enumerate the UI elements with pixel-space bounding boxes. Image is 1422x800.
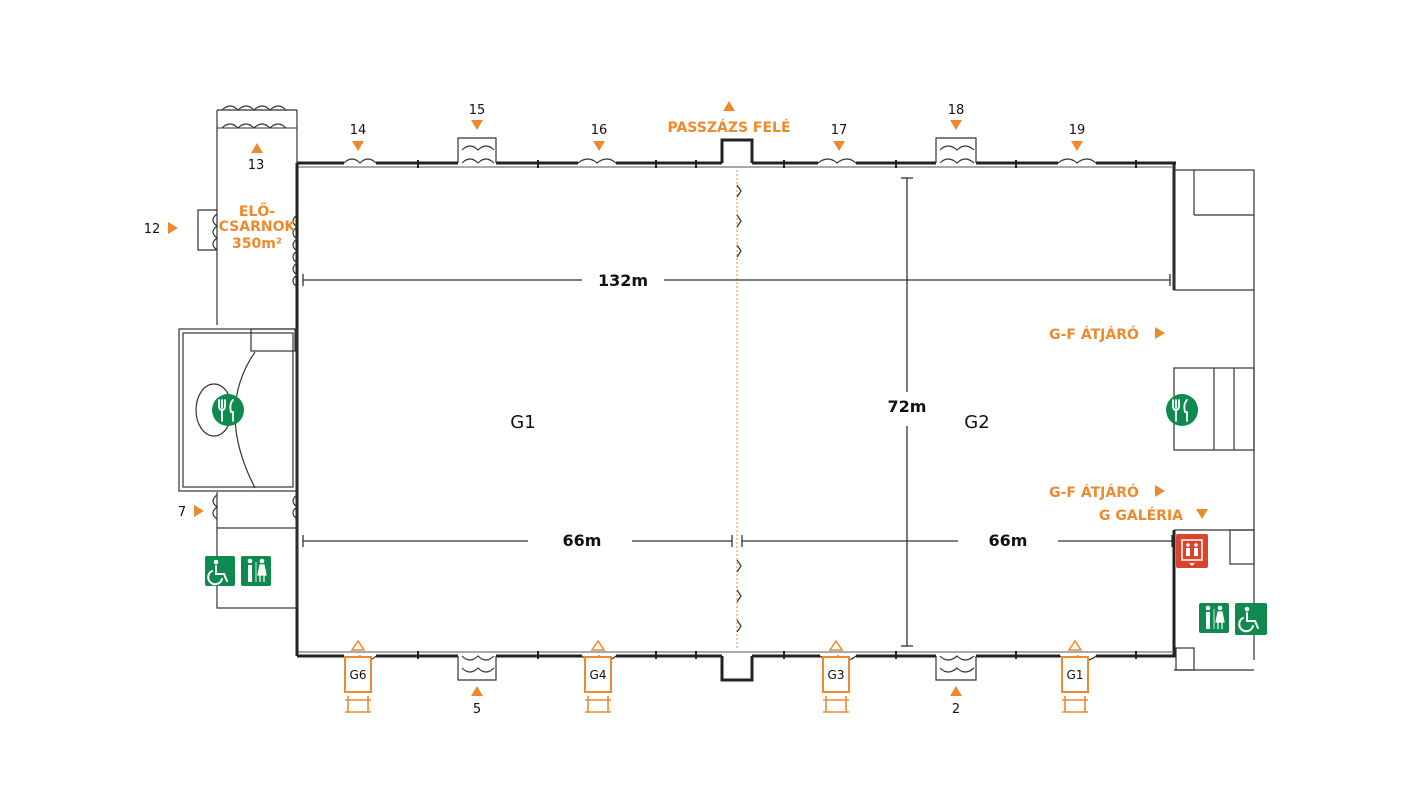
gate-g4-label: G4 [590, 668, 607, 682]
arrow-up-icon [251, 143, 263, 153]
lobby-label-line2: CSARNOK [219, 219, 297, 235]
left-wing [178, 105, 299, 656]
g-gallery-label: G GALÉRIA [1099, 507, 1183, 524]
gf-passage-label-2: G-F ÁTJÁRÓ [1049, 483, 1139, 501]
entrance-7-label: 7 [178, 505, 186, 520]
restaurant-icon [212, 394, 244, 426]
entrance-12-label: 12 [144, 222, 161, 237]
arrow-down-icon [833, 141, 845, 151]
entrance-15-label: 15 [469, 103, 486, 118]
direction-arrows [168, 101, 1208, 696]
dimension-lines [302, 177, 1173, 647]
entrance-17-label: 17 [831, 123, 848, 138]
arrow-down-icon [1196, 509, 1208, 519]
arrow-down-icon [1071, 141, 1083, 151]
arrow-right-icon [168, 222, 178, 234]
hall-g2-label: G2 [964, 412, 989, 433]
passage-label: PASSZÁZS FELÉ [667, 119, 790, 136]
dimension-length: 132m [598, 271, 648, 290]
lobby-area-label: 350m² [232, 236, 282, 252]
arrow-up-icon [723, 101, 735, 111]
gate-g4: G4 [584, 639, 612, 713]
entrance-5-label: 5 [473, 702, 481, 717]
wheelchair-icon [205, 556, 235, 586]
entrance-18-label: 18 [948, 103, 965, 118]
entrance-14-label: 14 [350, 123, 367, 138]
gate-g6-label: G6 [350, 668, 367, 682]
hall-g1-label: G1 [510, 412, 535, 433]
arrow-down-icon [352, 141, 364, 151]
entrance-13-label: 13 [248, 158, 265, 173]
arrow-down-icon [950, 120, 962, 130]
entrance-16-label: 16 [591, 123, 608, 138]
restroom-icon [241, 556, 271, 586]
dimension-width: 72m [888, 397, 927, 416]
entrance-2-label: 2 [952, 702, 960, 717]
arrow-up-icon [471, 686, 483, 696]
arrow-down-icon [593, 141, 605, 151]
hall-walls [295, 137, 1176, 682]
gate-g6: G6 [344, 639, 372, 713]
gate-g3: G3 [822, 639, 850, 713]
gf-passage-label-1: G-F ÁTJÁRÓ [1049, 325, 1139, 343]
restroom-icon [1199, 603, 1229, 633]
dimension-half-left: 66m [563, 531, 602, 550]
lobby-label-line1: ELŐ- [239, 202, 275, 220]
gate-g1-label: G1 [1067, 668, 1084, 682]
wheelchair-icon [1235, 603, 1267, 635]
arrow-right-icon [1155, 327, 1165, 339]
entrance-19-label: 19 [1069, 123, 1086, 138]
arrow-right-icon [194, 505, 204, 517]
arrow-right-icon [1155, 485, 1165, 497]
arrow-up-icon [950, 686, 962, 696]
arrow-down-icon [471, 120, 483, 130]
right-wing [1173, 169, 1255, 671]
dimension-half-right: 66m [989, 531, 1028, 550]
gate-g1: G1 [1061, 639, 1089, 713]
gate-g3-label: G3 [828, 668, 845, 682]
restaurant-icon [1166, 394, 1198, 426]
elevator-icon [1176, 534, 1208, 568]
